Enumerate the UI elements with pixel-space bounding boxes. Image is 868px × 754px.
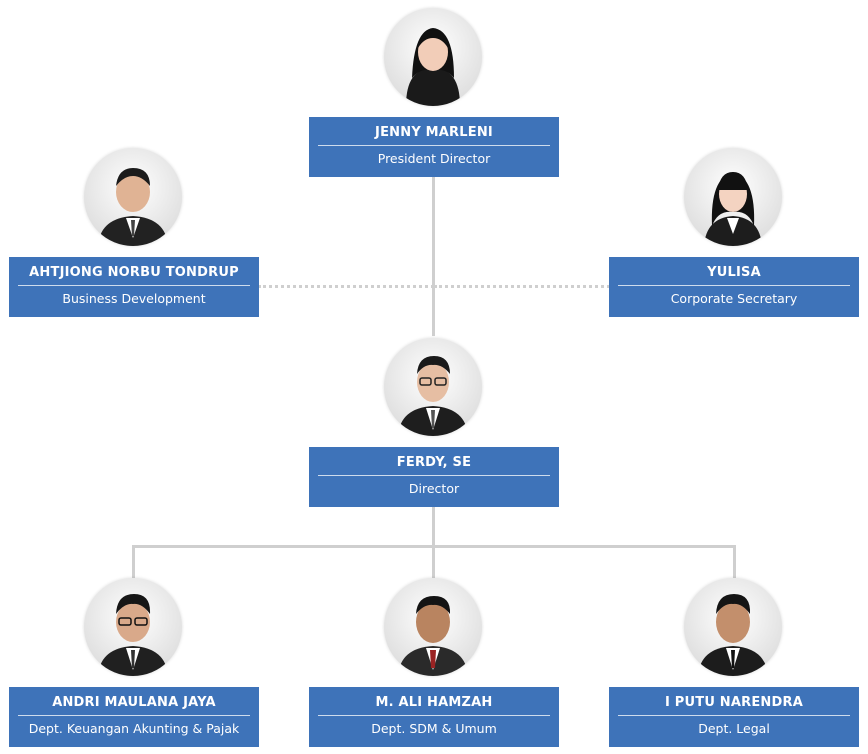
divider [318,475,550,476]
person-name: M. ALI HAMZAH [375,695,493,710]
connector-top-to-director [432,176,435,336]
connector-dotted-right [434,285,610,288]
person-role: Dept. Legal [698,721,770,736]
divider [618,715,850,716]
connector-dotted-left [258,285,434,288]
card: JENNY MARLENI President Director [309,117,559,177]
card: YULISA Corporate Secretary [609,257,859,317]
person-role: Corporate Secretary [670,291,798,306]
person-name: AHTJIONG NORBU TONDRUP [29,265,239,280]
person-name: I PUTU NARENDRA [665,695,803,710]
person-role: President Director [377,151,491,166]
card: AHTJIONG NORBU TONDRUP Business Developm… [9,257,259,317]
divider [18,285,250,286]
photo-avatar [84,578,182,676]
person-name: YULISA [707,265,761,280]
person-name: JENNY MARLENI [375,125,493,140]
photo-avatar [84,148,182,246]
connector-dept1 [132,545,135,578]
divider [318,145,550,146]
person-name: FERDY, SE [396,455,472,470]
photo-avatar [384,578,482,676]
divider [18,715,250,716]
card: ANDRI MAULANA JAYA Dept. Keuangan Akunti… [9,687,259,747]
card: FERDY, SE Director [309,447,559,507]
divider [618,285,850,286]
person-role: Dept. Keuangan Akunting & Pajak [28,721,240,736]
photo-avatar [684,148,782,246]
photo-avatar [684,578,782,676]
person-role: Director [408,481,460,496]
person-role: Business Development [62,291,206,306]
card: M. ALI HAMZAH Dept. SDM & Umum [309,687,559,747]
photo-avatar [384,8,482,106]
photo-avatar [384,338,482,436]
person-role: Dept. SDM & Umum [371,721,497,736]
card: I PUTU NARENDRA Dept. Legal [609,687,859,747]
person-name: ANDRI MAULANA JAYA [52,695,216,710]
connector-director-down [432,506,435,578]
connector-dept3 [733,545,736,578]
divider [318,715,550,716]
connector-horizontal-depts [132,545,736,548]
